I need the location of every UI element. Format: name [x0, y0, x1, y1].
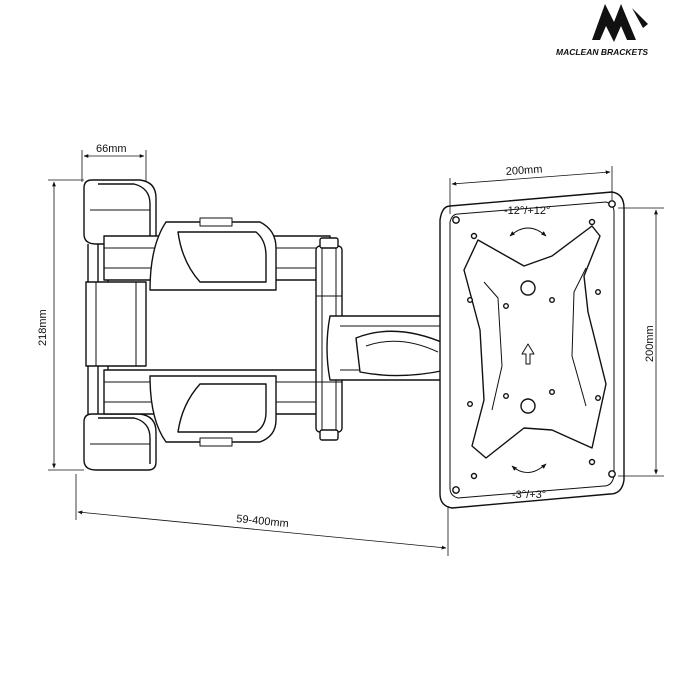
- swivel-arrow-icon: [511, 463, 547, 473]
- wall-plate: [83, 179, 157, 471]
- tilt-arrow-icon: [509, 227, 547, 237]
- label-swivel: -3°/+3°: [512, 489, 546, 501]
- mid-arm: [326, 315, 467, 381]
- dimension-arm-depth: [81, 150, 147, 182]
- vesa-plate: [439, 191, 625, 509]
- label-200mm-height: 200mm: [644, 325, 656, 362]
- upper-arm: [103, 217, 331, 291]
- label-66mm: 66mm: [96, 143, 127, 155]
- lower-arm: [103, 369, 331, 447]
- dimension-wall-height: [48, 179, 84, 471]
- label-59-400mm: 59-400mm: [236, 513, 289, 530]
- brand-logo: MACLEAN BRACKETS: [556, 4, 648, 57]
- m-logo-icon: [592, 4, 648, 42]
- dimension-vesa-width: [449, 166, 613, 214]
- label-200mm-width: 200mm: [505, 163, 542, 178]
- label-tilt: -12°/+12°: [504, 205, 550, 217]
- dimension-extension: [75, 474, 449, 556]
- label-218mm: 218mm: [37, 309, 49, 346]
- dimension-vesa-height: [618, 207, 664, 477]
- brand-name: MACLEAN BRACKETS: [556, 47, 648, 57]
